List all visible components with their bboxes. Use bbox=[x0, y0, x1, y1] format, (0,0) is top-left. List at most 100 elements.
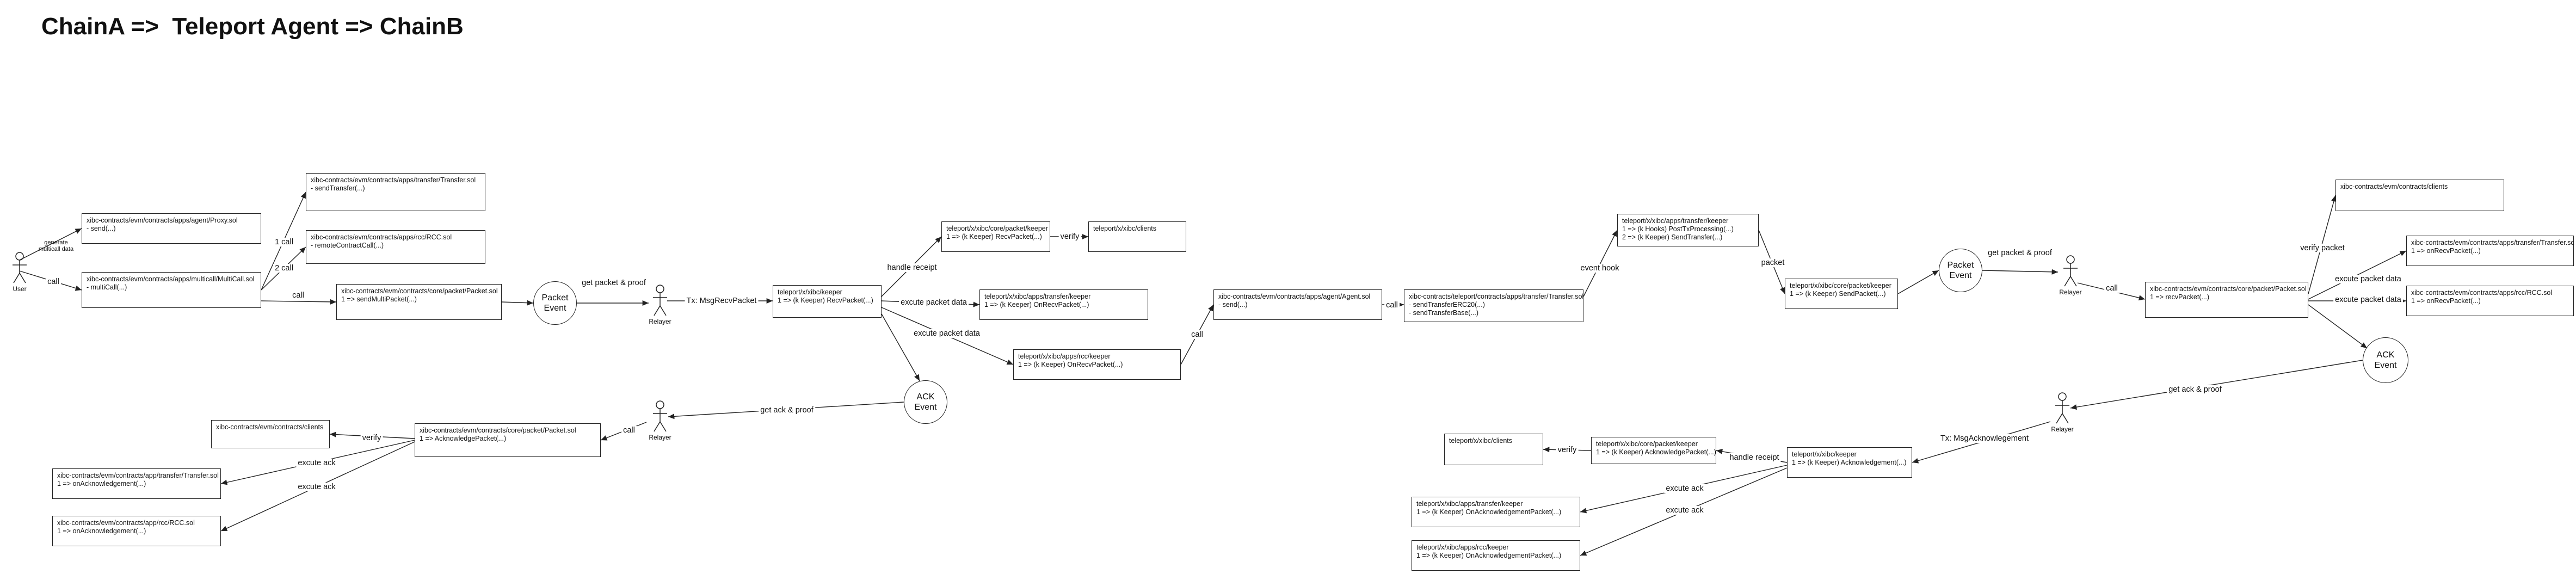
edge-label-get-ack-proof-a: get ack & proof bbox=[759, 406, 815, 415]
packet-b-box: xibc-contracts/evm/contracts/core/packet… bbox=[2145, 282, 2308, 318]
box-line: 1 => (k Keeper) Acknowledgement(...) bbox=[1792, 459, 1907, 466]
edge-label-call-relayer-a: call bbox=[621, 426, 637, 435]
box-line: xibc-contracts/evm/contracts/clients bbox=[2340, 183, 2448, 190]
edge-label-call-packet: call bbox=[291, 291, 306, 300]
box-line: teleport/x/xibc/apps/rcc/keeper bbox=[1416, 544, 1509, 551]
ack-event-teleport: ACK Event bbox=[904, 380, 947, 424]
box-line: xibc-contracts/evm/contracts/clients bbox=[216, 423, 324, 431]
connector-arrow-packet-b-to-ack bbox=[2308, 304, 2368, 349]
connector-arrow-pk-send-to-event bbox=[1897, 270, 1939, 294]
connector-arrow-packet-to-event bbox=[501, 300, 534, 306]
relayer-label: Relayer bbox=[2059, 288, 2082, 296]
rcc-a-ack-box: xibc-contracts/evm/contracts/app/rcc/RCC… bbox=[52, 516, 221, 546]
ack-event-b: ACK Event bbox=[2363, 337, 2408, 383]
clients-a-box: xibc-contracts/evm/contracts/clients bbox=[211, 420, 330, 448]
box-line: - multiCall(...) bbox=[87, 283, 127, 291]
packet-event-a: Packet Event bbox=[533, 281, 577, 325]
edge-label-verify-2: verify bbox=[1556, 446, 1579, 454]
edge-label-verify-3: verify bbox=[360, 434, 383, 442]
box-line: 2 => (k Keeper) SendTransfer(...) bbox=[1622, 233, 1723, 241]
rcc-a-box: xibc-contracts/evm/contracts/apps/rcc/RC… bbox=[306, 230, 485, 264]
connector-arrow-event-to-relayer-b bbox=[1982, 269, 2059, 275]
box-line: xibc-contracts/evm/contracts/app/rcc/RCC… bbox=[57, 519, 195, 527]
box-line: teleport/x/xibc/apps/transfer/keeper bbox=[984, 293, 1091, 300]
edge-label-excute-packet-data-2: excute packet data bbox=[912, 329, 982, 338]
edge-label-tx-msgrecvpacket: Tx: MsgRecvPacket bbox=[685, 297, 759, 305]
box-line: xibc-contracts/evm/contracts/apps/agent/… bbox=[1218, 293, 1371, 300]
box-line: xibc-contracts/teleport/contracts/apps/t… bbox=[1409, 293, 1583, 300]
box-line: xibc-contracts/evm/contracts/core/packet… bbox=[420, 427, 576, 434]
box-line: xibc-contracts/evm/contracts/apps/multic… bbox=[87, 275, 255, 283]
clients-t2-box: teleport/x/xibc/clients bbox=[1444, 434, 1543, 465]
box-line: 1 => AcknowledgePacket(...) bbox=[420, 435, 507, 442]
person-icon bbox=[2055, 392, 2069, 424]
box-line: teleport/x/xibc/core/packet/keeper bbox=[1790, 282, 1891, 289]
edge-label-handle-receipt-2: handle receipt bbox=[1728, 453, 1781, 462]
edge-label-tx-msgack: Tx: MsgAcknowlegement bbox=[1939, 434, 2030, 443]
box-line: - sendTransferERC20(...) bbox=[1409, 301, 1485, 308]
box-line: - sendTransferBase(...) bbox=[1409, 309, 1479, 317]
box-line: xibc-contracts/evm/contracts/app/transfe… bbox=[57, 472, 219, 479]
box-line: - send(...) bbox=[1218, 301, 1248, 308]
edge-label-excute-ack-a2: excute ack bbox=[296, 483, 337, 491]
connector-arrow-tp-transfer-to-hook bbox=[1583, 230, 1618, 297]
packet-a-box: xibc-contracts/evm/contracts/core/packet… bbox=[336, 284, 502, 320]
box-line: xibc-contracts/evm/contracts/apps/transf… bbox=[2411, 239, 2574, 246]
clients-t1-box: teleport/x/xibc/clients bbox=[1088, 221, 1186, 252]
connector-arrow-multicall-to-packet bbox=[261, 299, 337, 305]
box-line: 1 => recvPacket(...) bbox=[2150, 293, 2210, 301]
box-line: 1 => (k Keeper) RecvPacket(...) bbox=[946, 233, 1042, 240]
relayer-actor-a-ack: Relayer bbox=[644, 400, 676, 441]
box-line: 1 => (k Keeper) RecvPacket(...) bbox=[778, 297, 873, 304]
box-line: teleport/x/xibc/apps/rcc/keeper bbox=[1018, 353, 1111, 360]
edge-label-get-packet-proof-b: get packet & proof bbox=[1986, 249, 2054, 257]
connector-arrow-keeper-to-ack-event bbox=[881, 313, 920, 381]
box-line: - sendTransfer(...) bbox=[311, 184, 365, 192]
box-line: 1 => (k Keeper) SendPacket(...) bbox=[1790, 290, 1886, 298]
box-line: 1 => (k Keeper) OnRecvPacket(...) bbox=[984, 301, 1089, 308]
connector-arrow-user-to-proxy bbox=[19, 228, 82, 261]
box-line: 1 => (k Keeper) OnAcknowledgementPacket(… bbox=[1416, 552, 1562, 559]
edge-label-excute-packet-data-1: excute packet data bbox=[899, 298, 969, 307]
edge-label-verify-packet: verify packet bbox=[2298, 244, 2346, 252]
relayer-label: Relayer bbox=[2051, 425, 2074, 433]
relayer-actor-b: Relayer bbox=[2054, 255, 2087, 296]
packet-event-teleport: Packet Event bbox=[1939, 249, 1982, 292]
edge-label-excute-ack-a1: excute ack bbox=[296, 459, 337, 467]
edge-label-packet: packet bbox=[1759, 258, 1786, 267]
person-icon bbox=[653, 285, 667, 316]
edge-label-1-call: 1 call bbox=[273, 238, 295, 246]
box-line: xibc-contracts/evm/contracts/core/packet… bbox=[341, 287, 498, 295]
multicall-box: xibc-contracts/evm/contracts/apps/multic… bbox=[82, 272, 261, 308]
transfer-a-ack-box: xibc-contracts/evm/contracts/app/transfe… bbox=[52, 468, 221, 499]
person-icon bbox=[13, 252, 27, 283]
teleport-transfer-box: xibc-contracts/teleport/contracts/apps/t… bbox=[1404, 289, 1583, 322]
relayer-actor-b-ack: Relayer bbox=[2046, 392, 2079, 433]
box-line: 1 => (k Keeper) AcknowledgePacket(...) bbox=[1596, 448, 1716, 456]
edge-label-2-call: 2 call bbox=[273, 264, 295, 273]
box-line: xibc-contracts/evm/contracts/apps/transf… bbox=[311, 176, 476, 184]
edge-label-verify-1: verify bbox=[1058, 232, 1081, 241]
box-line: 1 => (k Hooks) PostTxProcessing(...) bbox=[1622, 225, 1734, 233]
box-line: teleport/x/xibc/apps/transfer/keeper bbox=[1622, 217, 1729, 225]
relayer-label: Relayer bbox=[649, 434, 671, 441]
transfer-a-box: xibc-contracts/evm/contracts/apps/transf… bbox=[306, 173, 485, 211]
agent-sol-box: xibc-contracts/evm/contracts/apps/agent/… bbox=[1213, 289, 1382, 320]
edge-label-handle-receipt-1: handle receipt bbox=[885, 263, 939, 272]
box-line: 1 => onRecvPacket(...) bbox=[2411, 297, 2481, 305]
edge-label-get-ack-proof-b: get ack & proof bbox=[2167, 385, 2223, 394]
edge-label-call-relayer-b: call bbox=[2104, 284, 2119, 293]
box-line: xibc-contracts/evm/contracts/apps/agent/… bbox=[87, 217, 238, 224]
box-line: teleport/x/xibc/keeper bbox=[778, 288, 842, 296]
edge-label-excute-ack-t2: excute ack bbox=[1664, 506, 1705, 515]
diagram-title: ChainA => Teleport Agent => ChainB bbox=[41, 13, 464, 40]
